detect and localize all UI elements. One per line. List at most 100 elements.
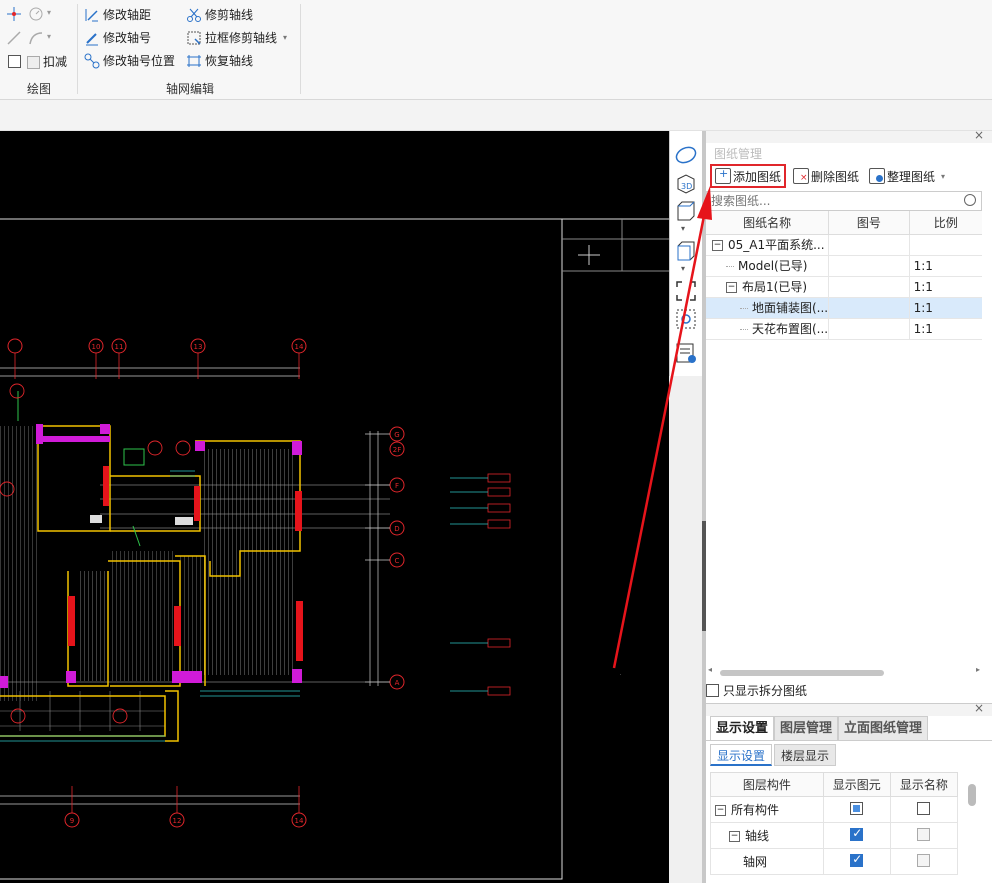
show-element-checkbox[interactable] bbox=[850, 852, 864, 867]
drawing-number-cell[interactable] bbox=[828, 276, 910, 298]
drawing-name: 05_A1平面系统... bbox=[728, 238, 825, 252]
drawing-scale-cell[interactable] bbox=[909, 234, 982, 256]
drawing-number-cell[interactable] bbox=[828, 318, 910, 340]
tab-elevation-drawing-management[interactable]: 立面图纸管理 bbox=[838, 716, 929, 740]
point-icon[interactable] bbox=[6, 6, 22, 22]
drawing-name-cell[interactable]: Model(已导) bbox=[706, 255, 830, 277]
show-name-checkbox[interactable] bbox=[917, 801, 931, 815]
show-element-cell[interactable] bbox=[822, 796, 891, 823]
layer-name-cell[interactable]: −所有构件 bbox=[710, 796, 824, 823]
front-view-icon[interactable] bbox=[674, 239, 698, 263]
collapse-toggle-icon[interactable]: − bbox=[715, 805, 726, 816]
subtab-display-settings[interactable]: 显示设置 bbox=[710, 744, 773, 766]
show-name-cell[interactable] bbox=[889, 822, 959, 849]
table-row[interactable]: −布局1(已导) 1:1 bbox=[706, 276, 982, 298]
drawing-number-cell[interactable] bbox=[828, 234, 910, 256]
collapse-toggle-icon[interactable]: − bbox=[712, 240, 723, 251]
table-row[interactable]: 天花布置图(... 1:1 bbox=[706, 318, 982, 340]
column-header[interactable]: 显示名称 bbox=[889, 772, 959, 797]
drawing-scale-cell[interactable]: 1:1 bbox=[909, 318, 982, 340]
drawing-number-cell[interactable] bbox=[828, 297, 910, 319]
collapse-toggle-icon[interactable]: − bbox=[726, 282, 737, 293]
show-name-cell[interactable] bbox=[889, 848, 959, 875]
deduct-button[interactable]: 扣减 bbox=[27, 52, 67, 72]
cad-canvas[interactable]: · 10 11 13 14 9 12 14 G 2F F D bbox=[0, 131, 669, 883]
search-icon[interactable] bbox=[964, 194, 976, 206]
scroll-left-icon[interactable]: ◂ bbox=[708, 665, 713, 674]
axis-label: 11 bbox=[115, 343, 124, 351]
drawing-scale-cell[interactable]: 1:1 bbox=[909, 276, 982, 298]
column-header[interactable]: 图层构件 bbox=[710, 772, 824, 797]
split-only-checkbox[interactable]: 只显示拆分图纸 bbox=[706, 680, 807, 700]
3d-view-icon[interactable]: 3D bbox=[674, 171, 698, 195]
floor-hatch bbox=[78, 571, 108, 681]
panel-title-bar: × bbox=[706, 701, 992, 716]
dropdown-arrow-icon[interactable]: ▾ bbox=[47, 8, 52, 17]
floor-hatch bbox=[180, 556, 204, 676]
dropdown-arrow-icon[interactable]: ▾ bbox=[47, 32, 52, 41]
delete-drawing-button[interactable]: × 删除图纸 bbox=[790, 164, 862, 188]
table-row[interactable]: −轴线 bbox=[710, 822, 959, 849]
drawing-number-cell[interactable] bbox=[828, 255, 910, 277]
dropdown-arrow-icon[interactable]: ▾ bbox=[941, 171, 946, 181]
collapse-toggle-icon[interactable]: − bbox=[729, 831, 740, 842]
drawing-name-cell[interactable]: 天花布置图(... bbox=[706, 318, 830, 340]
table-row[interactable]: 轴网 bbox=[710, 848, 959, 875]
horizontal-scrollbar[interactable]: ◂ ▸ bbox=[706, 665, 982, 678]
show-name-cell[interactable] bbox=[889, 796, 959, 823]
axis-label: A bbox=[395, 679, 400, 687]
chevron-down-icon[interactable]: ▾ bbox=[681, 264, 686, 273]
box-trim-axis-button[interactable]: 拉框修剪轴线 ▾ bbox=[186, 28, 287, 48]
scroll-right-icon[interactable]: ▸ bbox=[975, 665, 980, 674]
checkbox-icon[interactable] bbox=[706, 683, 719, 697]
tab-layer-management[interactable]: 图层管理 bbox=[774, 716, 839, 740]
show-element-cell[interactable] bbox=[822, 822, 891, 849]
orbit-icon[interactable] bbox=[674, 143, 698, 167]
subtab-floor-display[interactable]: 楼层显示 bbox=[774, 744, 837, 766]
note-text: · bbox=[620, 672, 621, 677]
scrollbar-thumb[interactable] bbox=[968, 784, 976, 806]
drawing-tree-table: 图纸名称 图号 比例 −05_A1平面系统...Model(已导)1:1−布局1… bbox=[706, 211, 982, 340]
column-header[interactable]: 显示图元 bbox=[822, 772, 891, 797]
show-name-checkbox[interactable] bbox=[917, 827, 931, 841]
search-drawing-input[interactable] bbox=[706, 191, 982, 211]
organize-drawing-button[interactable]: 整理图纸 ▾ bbox=[866, 164, 948, 188]
drawing-name-cell[interactable]: −布局1(已导) bbox=[706, 276, 830, 298]
table-row[interactable]: Model(已导) 1:1 bbox=[706, 255, 982, 277]
zoom-window-icon[interactable] bbox=[674, 307, 698, 331]
show-element-checkbox[interactable] bbox=[850, 826, 864, 841]
layer-name-cell[interactable]: −轴线 bbox=[710, 822, 824, 849]
close-icon[interactable]: × bbox=[973, 128, 984, 142]
add-drawing-button[interactable]: + 添加图纸 bbox=[710, 164, 787, 188]
modify-axis-spacing-button[interactable]: 修改轴距 bbox=[84, 5, 151, 25]
close-icon[interactable]: × bbox=[973, 701, 984, 715]
drawing-name-cell[interactable]: −05_A1平面系统... bbox=[706, 234, 830, 256]
dropdown-arrow-icon[interactable]: ▾ bbox=[283, 33, 288, 42]
show-element-cell[interactable] bbox=[822, 848, 891, 875]
table-row[interactable]: −05_A1平面系统... bbox=[706, 234, 982, 256]
modify-axis-number-position-button[interactable]: 修改轴号位置 bbox=[84, 51, 175, 71]
properties-view-icon[interactable] bbox=[674, 341, 698, 365]
column-header[interactable]: 图纸名称 bbox=[706, 211, 830, 235]
tab-display-settings[interactable]: 显示设置 bbox=[710, 716, 775, 740]
zoom-extents-icon[interactable] bbox=[674, 279, 698, 303]
layer-name-cell[interactable]: 轴网 bbox=[710, 848, 824, 875]
column-header[interactable]: 比例 bbox=[909, 211, 982, 235]
drawing-name-cell[interactable]: 地面铺装图(... bbox=[706, 297, 830, 319]
drawing-name: 天花布置图(... bbox=[752, 322, 829, 336]
modify-axis-number-label: 修改轴号 bbox=[103, 31, 152, 45]
drawing-scale-cell[interactable]: 1:1 bbox=[909, 255, 982, 277]
restore-axis-button[interactable]: 恢复轴线 bbox=[186, 51, 253, 71]
chevron-down-icon[interactable]: ▾ bbox=[681, 224, 686, 233]
show-element-checkbox[interactable] bbox=[850, 801, 864, 815]
show-name-checkbox[interactable] bbox=[917, 853, 931, 867]
drawing-scale-cell[interactable]: 1:1 bbox=[909, 297, 982, 319]
top-view-icon[interactable] bbox=[674, 199, 698, 223]
trim-axis-button[interactable]: 修剪轴线 bbox=[186, 5, 253, 25]
modify-axis-number-button[interactable]: 修改轴号 bbox=[84, 28, 151, 48]
checkbox-icon[interactable] bbox=[8, 55, 21, 68]
table-row[interactable]: −所有构件 bbox=[710, 796, 959, 823]
table-row[interactable]: 地面铺装图(... 1:1 bbox=[706, 297, 982, 319]
scrollbar-thumb[interactable] bbox=[720, 670, 884, 676]
column-header[interactable]: 图号 bbox=[828, 211, 910, 235]
